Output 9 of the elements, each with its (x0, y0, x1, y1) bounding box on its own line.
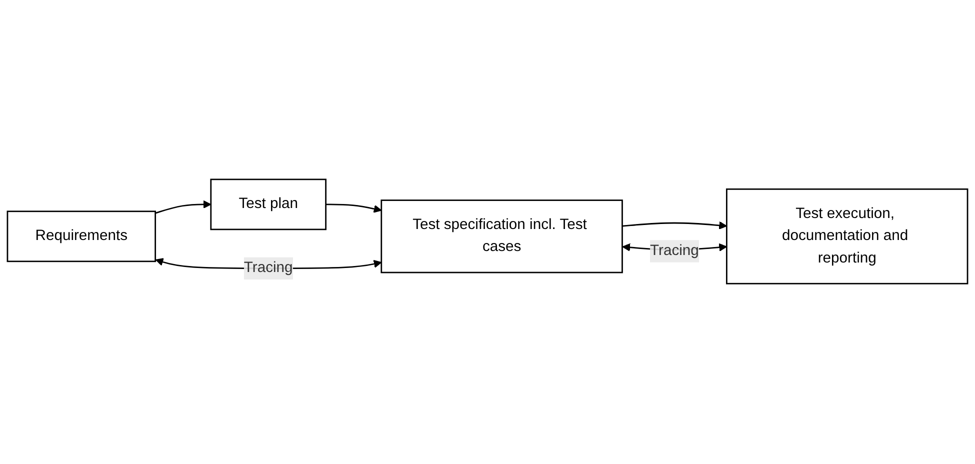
node-box: Test execution, documentation and reporting (726, 188, 968, 285)
arrow (155, 200, 212, 214)
edge-label: Tracing (650, 243, 699, 260)
arrow (326, 204, 382, 214)
arrow (622, 222, 728, 230)
node-box: Test specification incl. Test cases (380, 200, 623, 274)
node-box: Requirements (6, 211, 156, 263)
edge-label: Tracing (244, 260, 293, 276)
node-box: Test plan (210, 179, 326, 231)
